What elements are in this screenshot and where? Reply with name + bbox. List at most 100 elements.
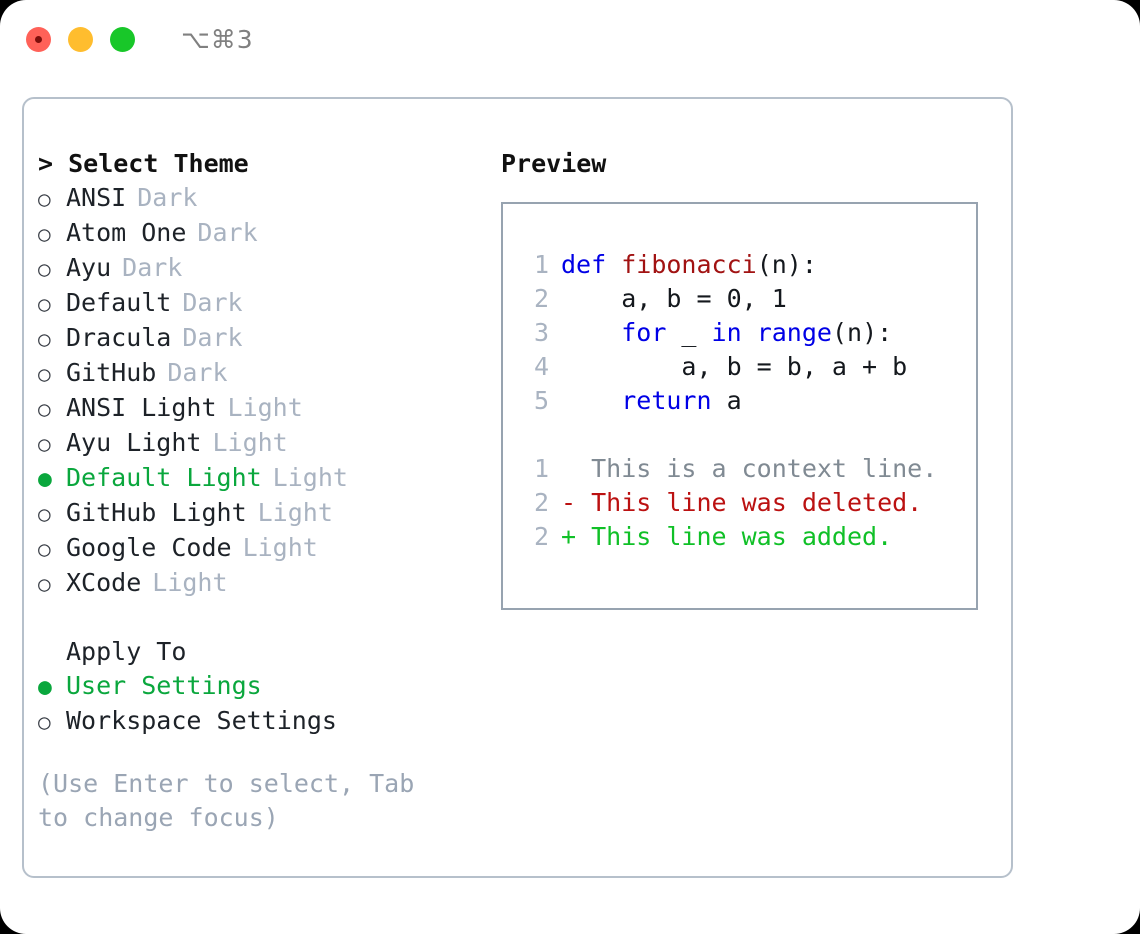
theme-option-row[interactable]: ○ Ayu Dark [38,251,498,286]
line-content: a, b = b, a + b [561,350,907,384]
line-number: 5 [533,386,549,415]
code-token [561,386,621,415]
line-content: return a [561,384,742,418]
theme-option-label: ANSI Light [66,393,217,422]
radio-unselected-icon[interactable]: ○ [38,432,51,456]
radio-unselected-icon[interactable]: ○ [38,397,51,421]
apply-to-option-label: Workspace Settings [66,706,337,735]
code-line: 3 for _ in range(n): [519,316,976,350]
code-token: (n): [831,318,893,347]
line-number: 3 [533,318,549,347]
line-number: 2 [533,522,549,551]
radio-unselected-icon[interactable]: ○ [38,257,51,281]
minimize-window-icon[interactable] [68,26,93,52]
radio-unselected-icon[interactable]: ○ [38,292,51,316]
radio-unselected-icon[interactable]: ○ [38,222,51,246]
code-token: - This line was deleted. [561,488,923,517]
line-content: + This line was added. [561,520,892,554]
radio-unselected-icon[interactable]: ○ [38,327,51,351]
theme-option-label: XCode [66,568,142,597]
code-line: 4 a, b = b, a + b [519,350,976,384]
close-window-icon[interactable] [26,26,51,52]
keyboard-hint: (Use Enter to select, Tab to change focu… [38,769,415,832]
theme-option-row[interactable]: ○ XCode Light [38,566,498,601]
window-titlebar: ⌥⌘3 [0,0,1140,78]
diff-sample: 1 This is a context line.2- This line wa… [519,452,976,554]
code-token: in [711,318,742,347]
line-content: a, b = 0, 1 [561,282,787,316]
traffic-lights [26,26,135,52]
theme-option-variant: Light [212,428,288,457]
line-number: 1 [533,250,549,279]
theme-option-row[interactable]: ○ Atom One Dark [38,216,498,251]
theme-option-variant: Dark [182,288,243,317]
theme-option-variant: Light [257,498,333,527]
apply-to-option-row[interactable]: ○ Workspace Settings [38,704,498,739]
theme-option-variant: Dark [197,218,258,247]
theme-option-label: Atom One [66,218,187,247]
apply-to-option-row[interactable]: ●User Settings [38,669,498,704]
radio-selected-icon[interactable]: ● [38,466,52,492]
theme-option-row[interactable]: ○ Default Dark [38,286,498,321]
theme-option-label: ANSI [66,183,127,212]
theme-option-label: Default [66,288,172,317]
select-theme-header: > Select Theme [38,149,249,178]
line-content: - This line was deleted. [561,486,922,520]
theme-option-row[interactable]: ○ Ayu Light Light [38,426,498,461]
code-token: This is a context line. [561,454,938,483]
theme-option-label: Ayu Light [66,428,202,457]
theme-option-label: Dracula [66,323,172,352]
line-number: 4 [533,352,549,381]
radio-unselected-icon[interactable]: ○ [38,362,51,386]
code-token: return [621,386,712,415]
radio-unselected-icon[interactable]: ○ [38,187,51,211]
theme-option-variant: Dark [167,358,228,387]
radio-selected-icon[interactable]: ● [38,674,52,700]
line-content: def fibonacci(n): [561,248,817,282]
radio-unselected-icon[interactable]: ○ [38,710,51,734]
code-diff-spacer [519,418,976,452]
line-content: This is a context line. [561,452,937,486]
code-line: 2 a, b = 0, 1 [519,282,976,316]
code-token: fibonacci [621,250,757,279]
code-token [606,250,621,279]
line-number: 2 [533,488,549,517]
code-line: 1 def fibonacci(n): [519,248,976,282]
code-token: def [561,250,607,279]
code-token: a, b = b, a + b [561,352,908,381]
theme-option-variant: Light [272,463,348,492]
theme-option-row[interactable]: ○ ANSI Light Light [38,391,498,426]
code-token: (n): [756,250,817,279]
code-token: a [711,386,742,415]
theme-option-row[interactable]: ○ GitHub Dark [38,356,498,391]
radio-unselected-icon[interactable]: ○ [38,572,51,596]
code-line: 5 return a [519,384,976,418]
apply-to-list[interactable]: ●User Settings ○ Workspace Settings [38,669,498,739]
diff-line: 1 This is a context line. [519,452,976,486]
maximize-window-icon[interactable] [110,26,135,52]
line-number: 1 [533,454,549,483]
radio-unselected-icon[interactable]: ○ [38,502,51,526]
code-token: a, b = 0, 1 [561,284,787,313]
theme-option-label: GitHub [66,358,157,387]
theme-option-label: Google Code [66,533,232,562]
list-spacer [38,601,498,635]
theme-option-label: Ayu [66,253,112,282]
theme-option-variant: Light [227,393,303,422]
theme-option-variant: Dark [122,253,183,282]
radio-unselected-icon[interactable]: ○ [38,537,51,561]
theme-option-variant: Light [152,568,228,597]
preview-header: Preview [501,149,607,178]
theme-option-row[interactable]: ○ ANSI Dark [38,181,498,216]
theme-option-variant: Dark [137,183,198,212]
